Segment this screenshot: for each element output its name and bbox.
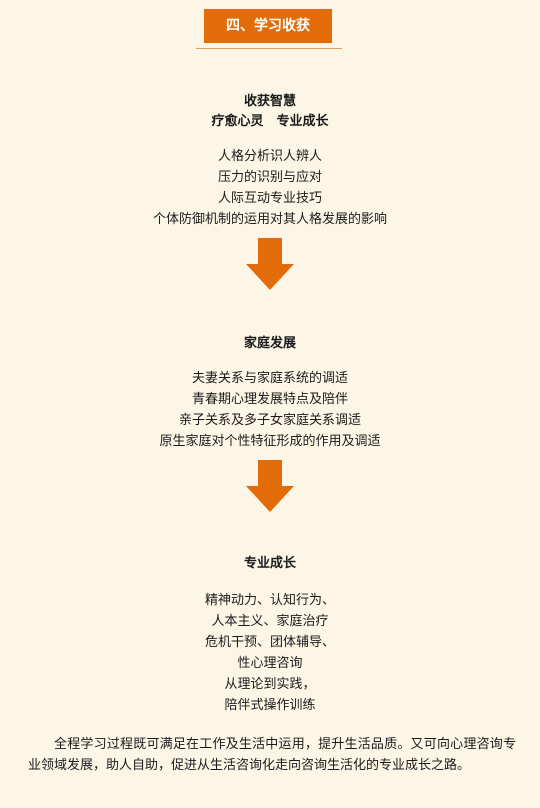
list-item: 从理论到实践， — [224, 677, 316, 692]
list-item: 原生家庭对个性特征形成的作用及调适 — [159, 434, 381, 449]
list-item: 精神动力、认知行为、 — [204, 593, 335, 608]
list-item: 性心理咨询 — [237, 656, 303, 671]
section-header: 四、学习收获 — [196, 6, 342, 49]
section-professional: 专业成长 精神动力、认知行为、 人本主义、家庭治疗 危机干预、团体辅导、 性心理… — [0, 554, 540, 716]
section-wisdom: 收获智慧 疗愈心灵 专业成长 人格分析识人辨人 压力的识别与应对 人际互动专业技… — [0, 92, 540, 230]
section-family: 家庭发展 夫妻关系与家庭系统的调适 青春期心理发展特点及陪伴 亲子关系及多子女家… — [0, 334, 540, 452]
section-wisdom-subtitle: 疗愈心灵 专业成长 — [211, 114, 329, 129]
list-item: 青春期心理发展特点及陪伴 — [191, 392, 348, 407]
list-item: 陪伴式操作训练 — [224, 698, 316, 713]
section-header-title: 四、学习收获 — [204, 9, 332, 43]
list-item: 压力的识别与应对 — [217, 170, 322, 185]
list-item: 亲子关系及多子女家庭关系调适 — [178, 413, 361, 428]
section-family-title: 家庭发展 — [243, 336, 296, 351]
list-item: 人际互动专业技巧 — [217, 191, 322, 206]
arrow-down-icon — [246, 238, 294, 290]
list-item: 人本主义、家庭治疗 — [211, 614, 329, 629]
section-professional-title: 专业成长 — [243, 556, 296, 571]
list-item: 夫妻关系与家庭系统的调适 — [191, 371, 348, 386]
list-item: 危机干预、团体辅导、 — [204, 635, 335, 650]
section-wisdom-title: 收获智慧 — [243, 94, 296, 109]
arrow-down-icon — [246, 460, 294, 512]
list-item: 个体防御机制的运用对其人格发展的影响 — [152, 212, 387, 227]
summary-paragraph: 全程学习过程既可满足在工作及生活中运用，提升生活品质。又可向心理咨询专业领域发展… — [28, 737, 516, 773]
list-item: 人格分析识人辨人 — [217, 149, 322, 164]
